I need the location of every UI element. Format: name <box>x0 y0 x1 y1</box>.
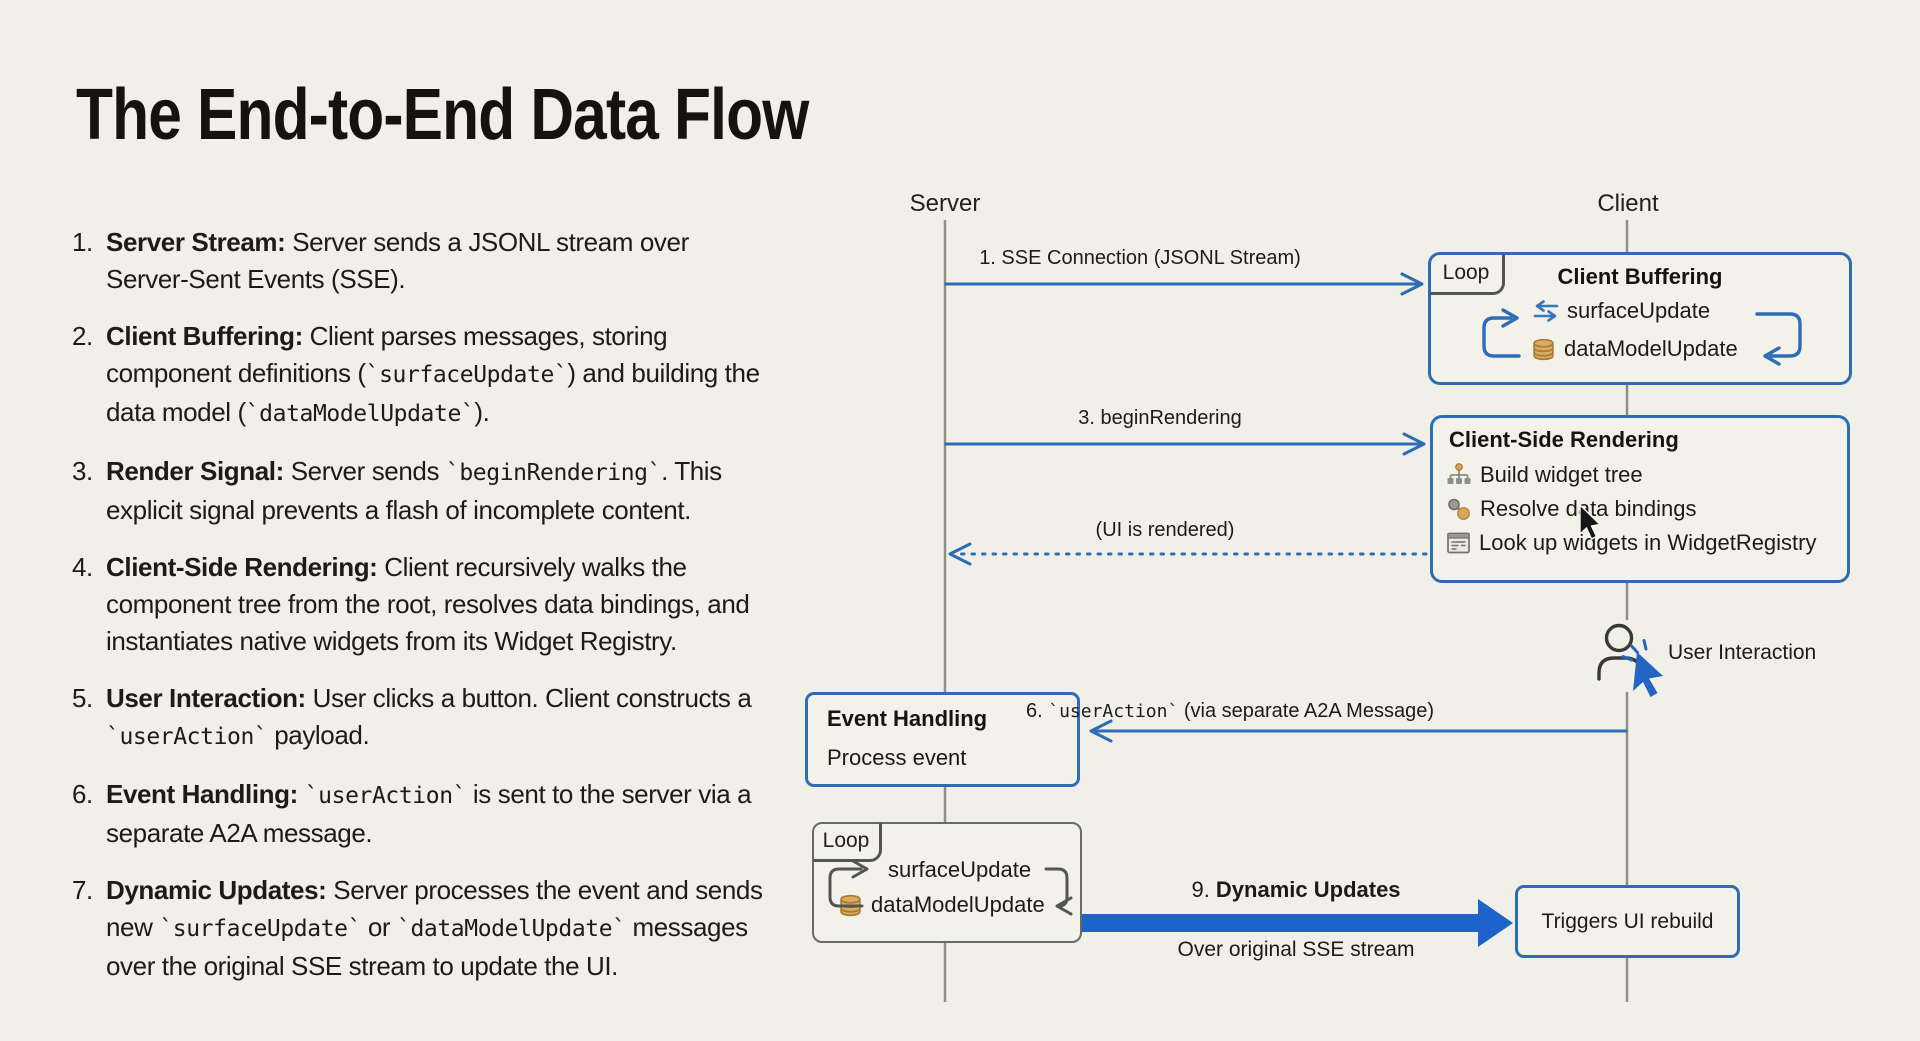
surface-update-row: surfaceUpdate <box>1533 298 1710 324</box>
event-handling-box: Event Handling Process event <box>805 692 1080 787</box>
resolve-bindings-row: Resolve data bindings <box>1446 496 1696 522</box>
sse-connection-arrow <box>944 272 1424 296</box>
ui-rendered-return-arrow <box>948 542 1428 566</box>
cursor-click-icon <box>1621 639 1663 697</box>
lane-label-server: Server <box>909 190 981 217</box>
list-item: 6. Event Handling: `userAction` is sent t… <box>72 776 772 852</box>
client-side-rendering-box: Client-Side Rendering Build widget tree … <box>1430 415 1850 583</box>
step-number: 4. <box>72 552 93 582</box>
step-number: 6. <box>72 779 93 809</box>
user-action-arrow <box>1089 719 1628 743</box>
database-icon <box>840 894 861 916</box>
step-number: 3. <box>72 456 93 486</box>
build-widget-tree-row: Build widget tree <box>1446 462 1643 488</box>
step-text: Server Stream: Server sends a JSONL stre… <box>106 227 689 294</box>
step-number: 5. <box>72 683 93 713</box>
lane-label-client: Client <box>1597 190 1659 217</box>
build-widget-tree-label: Build widget tree <box>1480 462 1643 487</box>
list-item: 3. Render Signal: Server sends `beginRend… <box>72 453 772 529</box>
event-handling-title: Event Handling <box>827 706 988 731</box>
user-interaction-label: User Interaction <box>1668 641 1817 664</box>
step-text: Client Buffering: Client parses messages… <box>106 321 760 427</box>
user-action-label: 6. `userAction` (via separate A2A Messag… <box>1026 700 1434 722</box>
triggers-ui-rebuild-label: Triggers UI rebuild <box>1541 909 1714 933</box>
client-buffering-box: Loop Client Buffering surfaceUpdate data… <box>1428 252 1852 385</box>
data-model-update-label: dataModelUpdate <box>871 892 1045 917</box>
widget-registry-icon <box>1447 532 1470 554</box>
dynamic-updates-label: 9. Dynamic Updates <box>1191 877 1401 902</box>
sse-connection-label: 1. SSE Connection (JSONL Stream) <box>979 247 1301 269</box>
widget-tree-icon <box>1447 463 1471 484</box>
data-model-update-row: dataModelUpdate <box>838 892 1045 918</box>
list-item: 5. User Interaction: User clicks a button… <box>72 680 772 756</box>
surface-update-label: surfaceUpdate <box>1567 298 1711 323</box>
data-binding-link-icon <box>1448 498 1471 521</box>
event-handling-subtitle: Process event <box>827 745 967 770</box>
list-item: 2. Client Buffering: Client parses messag… <box>72 318 772 433</box>
person-icon <box>1597 623 1642 681</box>
dynamic-updates-sublabel: Over original SSE stream <box>1177 938 1415 961</box>
resolve-bindings-label: Resolve data bindings <box>1480 496 1697 521</box>
server-loop-box: Loop surfaceUpdate dataModelUpdate <box>812 822 1082 943</box>
ui-rendered-label: (UI is rendered) <box>1095 519 1235 541</box>
client-buffering-title: Client Buffering <box>1557 264 1723 289</box>
list-item: 7. Dynamic Updates: Server processes the … <box>72 872 772 985</box>
widget-registry-row: Look up widgets in WidgetRegistry <box>1446 530 1817 556</box>
database-icon <box>1533 338 1554 360</box>
list-item: 4. Client-Side Rendering: Client recursiv… <box>72 549 772 660</box>
begin-rendering-label: 3. beginRendering <box>1078 407 1242 429</box>
surface-update-row: surfaceUpdate <box>888 857 1031 883</box>
list-item: 1. Server Stream: Server sends a JSONL st… <box>72 224 772 298</box>
loop-tag: Loop <box>1430 254 1505 295</box>
step-text: Client-Side Rendering: Client recursivel… <box>106 552 750 656</box>
steps-list: 1. Server Stream: Server sends a JSONL st… <box>72 224 772 1005</box>
widget-registry-label: Look up widgets in WidgetRegistry <box>1479 530 1817 555</box>
step-text: Dynamic Updates: Server processes the ev… <box>106 875 763 981</box>
page-title: The End-to-End Data Flow <box>76 75 809 155</box>
step-text: Event Handling: `userAction` is sent to … <box>106 779 752 848</box>
begin-rendering-arrow <box>944 432 1426 456</box>
step-text: User Interaction: User clicks a button. … <box>106 683 752 750</box>
step-text: Render Signal: Server sends `beginRender… <box>106 456 722 525</box>
data-model-update-row: dataModelUpdate <box>1531 336 1738 362</box>
step-number: 2. <box>72 321 93 351</box>
swap-arrows-icon <box>1533 300 1559 322</box>
client-side-rendering-title: Client-Side Rendering <box>1449 427 1679 452</box>
data-model-update-label: dataModelUpdate <box>1564 336 1738 361</box>
step-number: 1. <box>72 227 93 257</box>
step-number: 7. <box>72 875 93 905</box>
loop-tag: Loop <box>813 823 882 862</box>
surface-update-label: surfaceUpdate <box>888 857 1032 882</box>
